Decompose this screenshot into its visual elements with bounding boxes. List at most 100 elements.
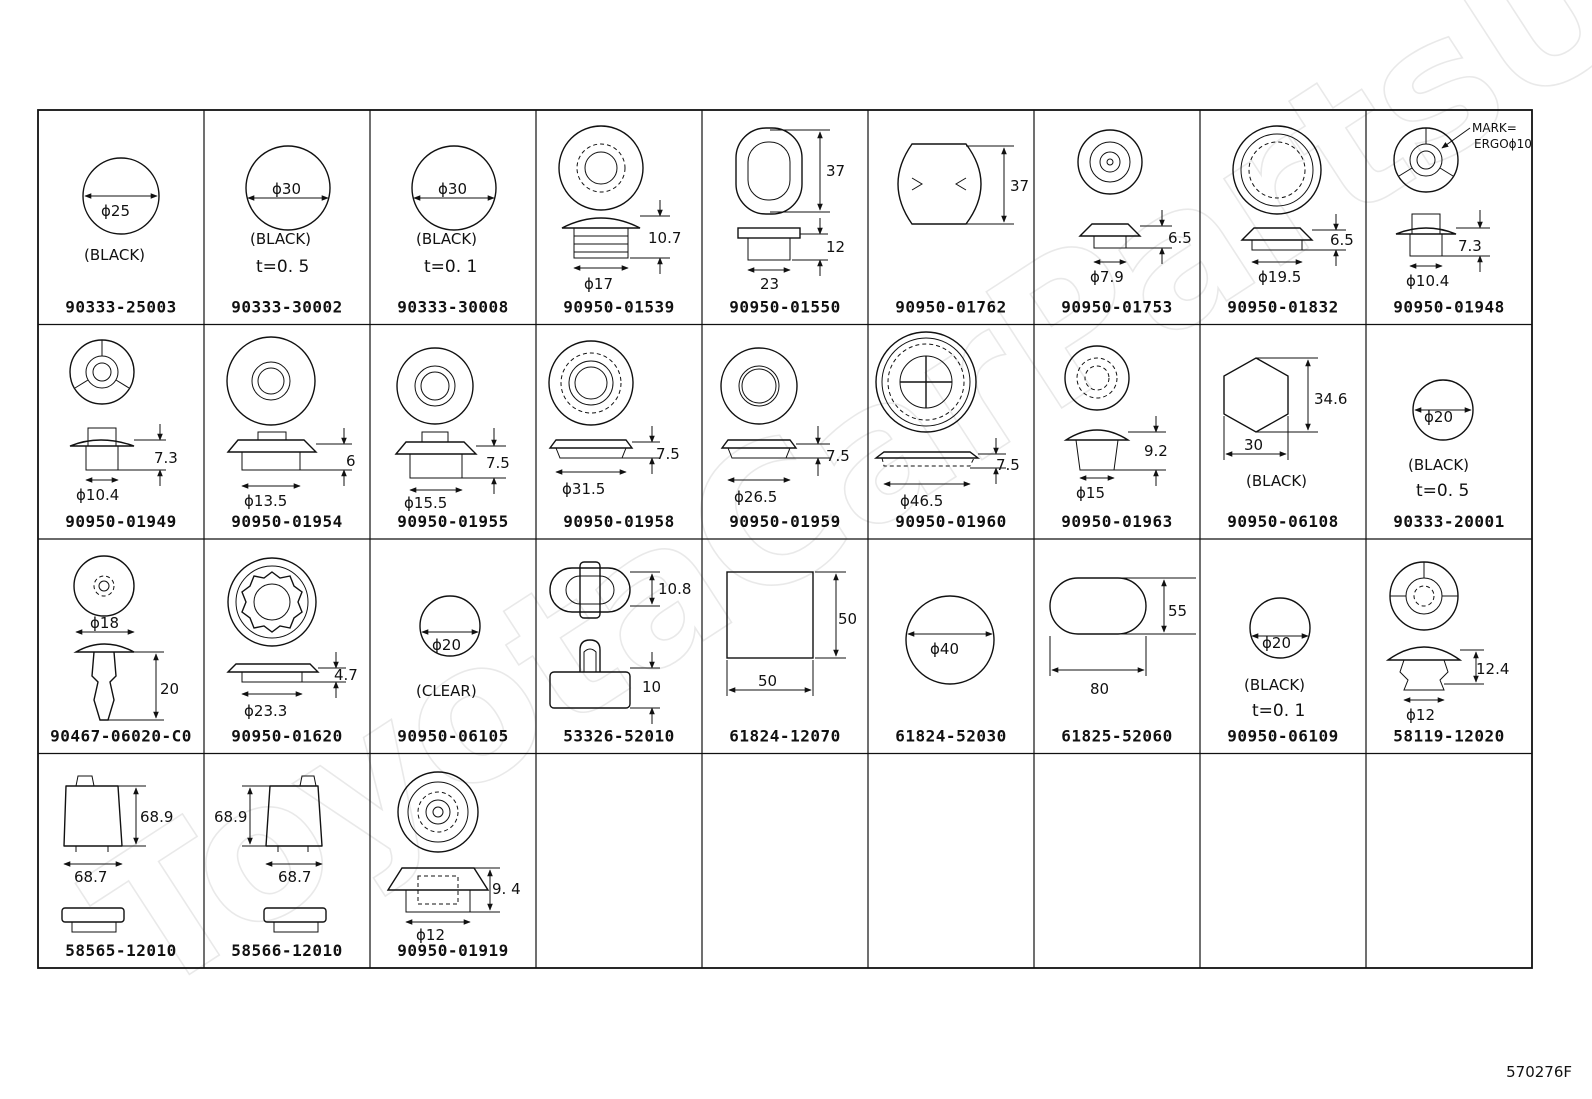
part-drawing-90950-01948: MARK= ERGOϕ10 7.3 ϕ10.4 (1393, 121, 1532, 290)
dim-text: 12.4 (1476, 660, 1509, 678)
dim-text: 4.7 (334, 666, 358, 684)
color-label: (CLEAR) (416, 682, 477, 700)
part-drawing-90950-01955: 7.5 ϕ15.5 (394, 347, 510, 512)
dim-text: ϕ10.4 (76, 486, 119, 504)
part-drawing-90950-01762: 37 (897, 143, 1029, 225)
part-number-label: 90950-06108 (1227, 512, 1338, 531)
part-number-label: 90950-01949 (65, 512, 176, 531)
dim-text: ϕ12 (416, 926, 445, 944)
part-drawing-90333-20001: ϕ20 (BLACK) t=0. 5 (1408, 379, 1474, 501)
dim-text: 9. 4 (492, 880, 521, 898)
dim-text: ϕ46.5 (900, 492, 943, 510)
dim-text: 80 (1090, 680, 1109, 698)
dim-text: 10 (642, 678, 661, 696)
part-drawing-90950-06109: ϕ20 (BLACK) t=0. 1 (1244, 597, 1311, 721)
color-label: (BLACK) (1408, 456, 1469, 474)
part-number-label: 90333-25003 (65, 298, 176, 317)
thickness-label: t=0. 1 (1252, 701, 1305, 721)
part-drawing-90950-01753: 6.5 ϕ7.9 (1077, 129, 1192, 286)
dim-text: 55 (1168, 602, 1187, 620)
dim-text: 50 (838, 610, 857, 628)
dim-text: 34.6 (1314, 390, 1347, 408)
dim-text: ϕ12 (1406, 706, 1435, 724)
dim-text: 37 (1010, 177, 1029, 195)
part-number-label: 90950-01919 (397, 941, 508, 960)
dim-text: 6.5 (1168, 229, 1192, 247)
part-drawing-90467-06020-C0: ϕ18 20 (73, 555, 179, 721)
part-number-label: 90950-01960 (895, 512, 1006, 531)
part-number-label: 90950-01963 (1061, 512, 1172, 531)
part-number-label: 61825-52060 (1061, 727, 1172, 746)
part-number-label: 90950-01948 (1393, 298, 1504, 317)
part-drawing-90950-01550: 37 12 23 (735, 127, 845, 293)
part-number-label: 90950-06109 (1227, 727, 1338, 746)
color-label: (BLACK) (250, 230, 311, 248)
part-drawing-90950-01954: 6 ϕ13.5 (226, 336, 356, 510)
part-drawing-90333-25003: ϕ25 (BLACK) (82, 157, 160, 264)
dim-text: 6 (346, 452, 356, 470)
dim-text: 23 (760, 275, 779, 293)
dim-text: 7.3 (1458, 237, 1482, 255)
dim-text: 10.7 (648, 229, 681, 247)
part-number-label: 61824-52030 (895, 727, 1006, 746)
dim-text: 7.5 (826, 447, 850, 465)
part-drawing-90950-01960: 7.5 ϕ46.5 (873, 331, 1020, 510)
dim-text: ϕ7.9 (1090, 268, 1124, 286)
dim-text: ϕ30 (438, 180, 467, 198)
dim-text: ϕ25 (101, 202, 130, 220)
part-number-label: 53326-52010 (563, 727, 674, 746)
dim-text: ϕ15 (1076, 484, 1105, 502)
part-drawing-58119-12020: 12.4 ϕ12 (1385, 561, 1509, 724)
part-drawing-90950-01963: 9.2 ϕ15 (1063, 345, 1168, 502)
thickness-label: t=0. 5 (1416, 481, 1469, 501)
part-drawing-90950-01832: 6.5 ϕ19.5 (1232, 125, 1354, 286)
part-number-label: 90950-06105 (397, 727, 508, 746)
dim-text: ϕ26.5 (734, 488, 777, 506)
dim-text: ϕ20 (1424, 408, 1453, 426)
part-number-label: 90333-30008 (397, 298, 508, 317)
dim-text: 7.3 (154, 449, 178, 467)
dim-text: ϕ15.5 (404, 494, 447, 512)
part-drawing-53326-52010: 10.8 10 (549, 561, 691, 724)
color-label: (BLACK) (1246, 472, 1307, 490)
dim-text: 6.5 (1330, 231, 1354, 249)
dim-text: 7.5 (996, 456, 1020, 474)
dim-text: ϕ18 (90, 614, 119, 632)
part-number-label: 90950-01954 (231, 512, 342, 531)
dim-text: 68.7 (278, 868, 311, 886)
dim-text: ϕ17 (584, 275, 613, 293)
dim-text: 30 (1244, 436, 1263, 454)
dim-text: ϕ10.4 (1406, 272, 1449, 290)
mark-note: ERGOϕ10 (1474, 137, 1532, 151)
part-number-label: 90333-30002 (231, 298, 342, 317)
part-drawing-58566-12010: 68.9 68.7 (214, 775, 327, 933)
part-drawing-90950-01620: 4.7 ϕ23.3 (226, 557, 358, 720)
part-number-labels: 90333-25003 90333-30002 90333-30008 90950-0… (50, 298, 1504, 961)
part-number-label: 58566-12010 (231, 941, 342, 960)
part-number-label: 90333-20001 (1393, 512, 1504, 531)
part-drawing-90950-06108: 34.6 30 (BLACK) (1223, 357, 1347, 490)
dim-text: ϕ19.5 (1258, 268, 1301, 286)
part-drawing-58565-12010: 68.9 68.7 (61, 775, 173, 933)
part-number-label: 90950-01958 (563, 512, 674, 531)
dim-text: 68.9 (140, 808, 173, 826)
color-label: (BLACK) (84, 246, 145, 264)
thickness-label: t=0. 1 (424, 257, 477, 277)
dim-text: 7.5 (486, 454, 510, 472)
dim-text: 9.2 (1144, 442, 1168, 460)
dim-text: 12 (826, 238, 845, 256)
color-label: (BLACK) (416, 230, 477, 248)
dim-text: 50 (758, 672, 777, 690)
part-number-label: 58119-12020 (1393, 727, 1504, 746)
part-drawing-61825-52060: 55 80 (1049, 577, 1196, 698)
part-drawing-90950-01959: 7.5 ϕ26.5 (720, 347, 850, 506)
part-number-label: 90950-01753 (1061, 298, 1172, 317)
part-number-label: 90950-01832 (1227, 298, 1338, 317)
dim-text: ϕ20 (432, 636, 461, 654)
part-number-label: 90950-01762 (895, 298, 1006, 317)
part-drawing-90950-01919: 9. 4 ϕ12 (386, 771, 521, 944)
part-drawing-90950-01949: 7.3 ϕ10.4 (69, 339, 178, 504)
dim-text: 68.7 (74, 868, 107, 886)
part-drawing-61824-52030: ϕ40 (905, 595, 995, 685)
